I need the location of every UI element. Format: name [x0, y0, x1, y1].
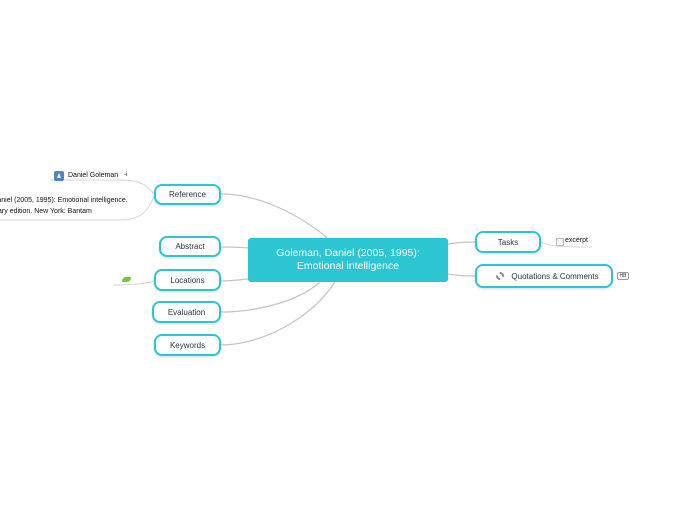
node-evaluation[interactable]: Evaluation — [152, 301, 221, 323]
badge-hb[interactable]: HB — [617, 272, 629, 280]
person-icon — [54, 171, 64, 181]
connector-abstract — [219, 246, 249, 249]
node-tasks-label: Tasks — [497, 237, 519, 247]
reference-citation-line1: Goleman, Daniel (2005, 1995): Emotional … — [0, 197, 128, 204]
connector-quotations — [447, 273, 476, 277]
node-abstract-label: Abstract — [175, 242, 205, 251]
node-abstract[interactable]: Abstract — [159, 236, 221, 257]
node-keywords[interactable]: Keywords — [154, 334, 221, 356]
connector-reference — [220, 193, 331, 241]
central-topic[interactable]: Goleman, Daniel (2005, 1995): Emotional … — [248, 238, 448, 282]
connector-keywords — [220, 281, 336, 346]
node-evaluation-label: Evaluation — [167, 307, 206, 317]
node-keywords-label: Keywords — [169, 340, 206, 350]
node-quotations-label: Quotations & Comments — [511, 271, 599, 281]
connector-ref-citation — [0, 195, 155, 221]
leaf-icon — [122, 277, 131, 282]
gear-icon — [496, 272, 504, 280]
connector-ref-author — [50, 179, 155, 195]
node-reference-label: Reference — [169, 190, 206, 199]
checkbox-icon[interactable] — [556, 238, 564, 246]
connector-evaluation — [220, 281, 321, 313]
task-item-excerpt[interactable]: excerpt — [565, 237, 588, 244]
central-topic-line1: Goleman, Daniel (2005, 1995): — [276, 247, 420, 260]
node-reference[interactable]: Reference — [154, 184, 221, 205]
reference-citation[interactable]: Goleman, Daniel (2005, 1995): Emotional … — [0, 195, 130, 217]
node-locations-label: Locations — [170, 275, 205, 285]
connector-locations-leaf — [112, 280, 155, 286]
connector-task-excerpt — [540, 241, 593, 248]
node-quotations[interactable]: Quotations & Comments — [475, 264, 613, 288]
node-tasks[interactable]: Tasks — [475, 231, 541, 253]
reference-author-marker: -i — [124, 172, 128, 178]
central-topic-line2: Emotional intelligence — [296, 260, 400, 272]
node-locations[interactable]: Locations — [154, 269, 221, 291]
reference-citation-line2: 10th anniversary edition. New York: Bant… — [0, 208, 92, 215]
connector-tasks — [447, 241, 476, 245]
reference-author[interactable]: Daniel Goleman — [68, 172, 119, 179]
